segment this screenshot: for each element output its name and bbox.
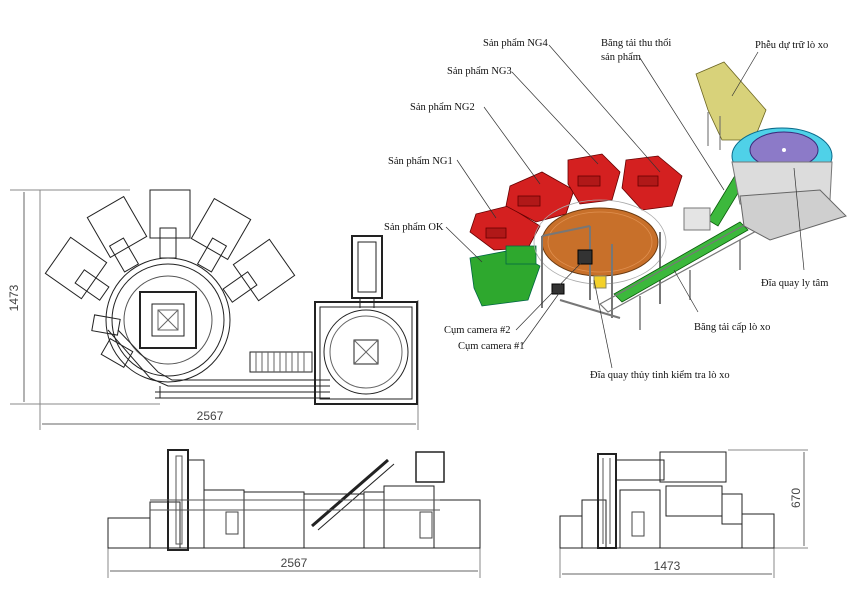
label-ng1: Sản phẩm NG1 — [388, 156, 453, 167]
camera-unit-1 — [551, 283, 565, 295]
glass-inspection-disc — [541, 207, 659, 277]
spring-hopper — [695, 61, 767, 141]
ng-bins — [469, 153, 683, 251]
label-ok: Sản phẩm OK — [384, 222, 444, 233]
top-height-dimension: 1473 — [7, 284, 21, 311]
camera-unit-2 — [577, 249, 593, 265]
label-ng3: Sản phẩm NG3 — [447, 66, 512, 77]
label-collect-conveyor-line2: sản phẩm — [601, 52, 641, 63]
side-view-drawing — [559, 449, 808, 578]
front-width-dimension: 2567 — [281, 556, 308, 570]
label-glass-disc: Đĩa quay thủy tinh kiểm tra lò xo — [590, 370, 730, 381]
side-height-dimension: 670 — [789, 488, 803, 508]
label-collect-conveyor-line1: Băng tải thu thổi — [601, 38, 671, 49]
top-width-dimension: 2567 — [197, 409, 224, 423]
top-view-dimension-lines — [23, 192, 416, 425]
top-view-drawing — [10, 189, 419, 430]
label-camera-1: Cụm camera #1 — [458, 341, 524, 352]
side-width-dimension: 1473 — [654, 559, 681, 573]
label-leader-lines — [445, 44, 805, 369]
isometric-view-drawing — [469, 61, 847, 330]
label-centrifugal-disc: Đĩa quay ly tâm — [761, 278, 828, 289]
label-ng2: Sản phẩm NG2 — [410, 102, 475, 113]
label-ng4: Sản phẩm NG4 — [483, 38, 548, 49]
label-feed-conveyor: Băng tải cấp lò xo — [694, 322, 770, 333]
label-hopper: Phễu dự trữ lò xo — [755, 40, 828, 51]
label-camera-2: Cụm camera #2 — [444, 325, 510, 336]
front-view-drawing — [107, 449, 481, 578]
